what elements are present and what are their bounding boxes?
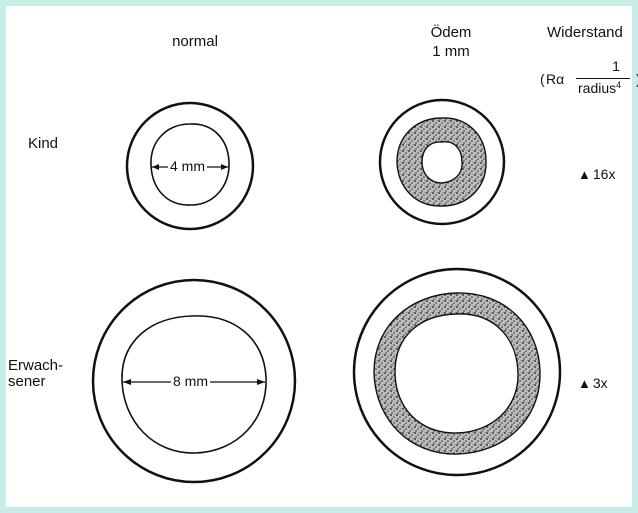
child-edema-airway xyxy=(380,100,504,224)
row-label-adult-line1: Erwach- xyxy=(8,358,63,374)
column-header-edema-thickness: 1 mm xyxy=(432,43,470,61)
adult-diameter-label: 8 mm xyxy=(171,373,210,389)
column-header-normal: normal xyxy=(172,33,218,51)
row-label-child: Kind xyxy=(28,135,58,153)
column-header-resistance: Widerstand xyxy=(547,24,623,42)
diagram-frame: normal Ödem 1 mm Widerstand ( Rα 1 radiu… xyxy=(6,6,632,507)
formula-numerator: 1 xyxy=(604,58,628,74)
formula-denominator: radius4 xyxy=(578,80,621,96)
resistance-formula: ( Rα 1 radius4 ) xyxy=(540,58,638,102)
child-resistance-value: 16x xyxy=(593,166,616,182)
child-resistance-increase: ▲16x xyxy=(578,166,615,182)
adult-edema-airway xyxy=(354,269,560,475)
adult-resistance-increase: ▲3x xyxy=(578,375,608,391)
child-diameter-label: 4 mm xyxy=(168,158,207,174)
arrow-up-icon: ▲ xyxy=(578,376,591,391)
column-header-edema: Ödem xyxy=(431,24,472,42)
formula-fraction-bar xyxy=(576,78,630,79)
formula-exponent: 4 xyxy=(616,80,621,90)
arrow-up-icon: ▲ xyxy=(578,167,591,182)
adult-edema-layer xyxy=(374,293,540,454)
child-edema-layer xyxy=(397,118,486,206)
row-label-adult-line2: sener xyxy=(8,374,46,390)
formula-lhs: Rα xyxy=(546,71,564,87)
formula-open-paren: ( xyxy=(540,71,545,87)
adult-resistance-value: 3x xyxy=(593,375,608,391)
airway-diagram xyxy=(6,6,632,507)
